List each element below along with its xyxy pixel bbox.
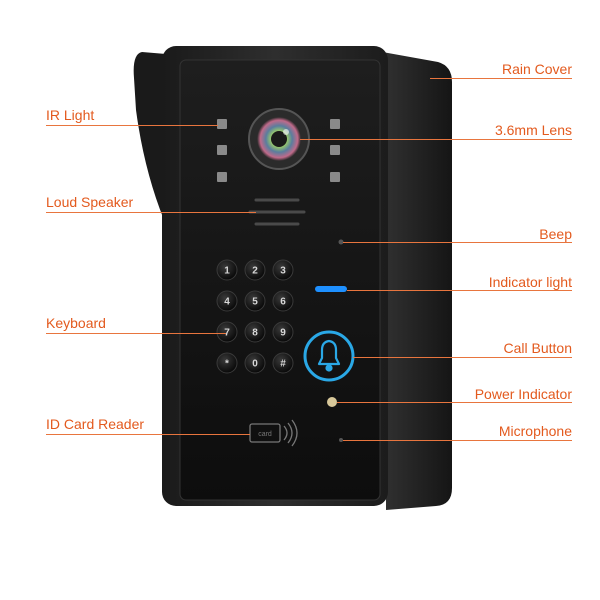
keypad-key[interactable]: 3 (272, 259, 294, 281)
leader-call-button (353, 357, 572, 358)
label-indicator-light: Indicator light (488, 274, 572, 290)
keypad-key-label: 5 (252, 297, 258, 308)
card-reader-icon: card (249, 419, 298, 447)
keypad-key-label: 2 (252, 266, 258, 277)
label-power-indicator: Power Indicator (474, 386, 572, 402)
keypad-key-label: 8 (252, 328, 258, 339)
rain-cover-side (360, 48, 452, 510)
speaker-grille (248, 198, 306, 226)
label-call-button: Call Button (503, 340, 572, 356)
leader-keyboard (46, 333, 226, 334)
leader-power-indicator (337, 402, 572, 403)
label-loud-speaker: Loud Speaker (46, 194, 134, 210)
keypad-key-label: 3 (280, 266, 286, 277)
keypad-key[interactable]: # (272, 352, 294, 374)
keypad-key[interactable]: 5 (244, 290, 266, 312)
ir-led (330, 145, 340, 155)
leader-ir-light (46, 125, 218, 126)
ir-led (217, 119, 227, 129)
keypad-key[interactable]: 2 (244, 259, 266, 281)
leader-microphone (343, 440, 572, 441)
keypad-key-label: 4 (224, 297, 230, 308)
keypad-key[interactable]: 1 (216, 259, 238, 281)
ir-led (330, 119, 340, 129)
label-rain-cover: Rain Cover (501, 61, 572, 77)
indicator-light (315, 286, 347, 292)
beep-hole (338, 239, 344, 245)
call-button[interactable] (303, 330, 355, 382)
keypad-key-label: 0 (252, 359, 258, 370)
ir-led (330, 172, 340, 182)
label-keyboard: Keyboard (46, 315, 106, 331)
ir-light-array (217, 119, 340, 182)
bell-icon (317, 339, 341, 372)
label-microphone: Microphone (498, 423, 572, 439)
keypad-key[interactable]: 0 (244, 352, 266, 374)
keypad-key-label: 6 (280, 297, 286, 308)
keypad-key-label: # (280, 359, 286, 370)
keypad-key[interactable]: 7 (216, 321, 238, 343)
keypad-key[interactable]: * (216, 352, 238, 374)
keypad-key-label: 9 (280, 328, 286, 339)
keypad-key[interactable]: 9 (272, 321, 294, 343)
card-reader-mark: card (258, 431, 272, 438)
label-beep: Beep (539, 226, 572, 242)
leader-rain-cover (430, 78, 572, 79)
keypad-key[interactable]: 6 (272, 290, 294, 312)
keypad-key[interactable]: 8 (244, 321, 266, 343)
keypad-key-label: 1 (224, 266, 230, 277)
keypad-key-label: 7 (224, 328, 230, 339)
camera-lens (248, 108, 310, 170)
leader-lens (300, 139, 572, 140)
ir-led (217, 145, 227, 155)
leader-beep (343, 242, 572, 243)
label-id-card-reader: ID Card Reader (46, 416, 145, 432)
leader-indicator-light (347, 290, 572, 291)
keypad-key[interactable]: 4 (216, 290, 238, 312)
label-lens: 3.6mm Lens (494, 122, 572, 138)
leader-id-card-reader (46, 434, 250, 435)
keypad-key-label: * (225, 359, 229, 370)
leader-loud-speaker (46, 212, 256, 213)
microphone-hole (339, 438, 343, 442)
label-ir-light: IR Light (46, 107, 95, 123)
power-indicator (327, 397, 337, 407)
ir-led (217, 172, 227, 182)
keypad: 1 2 3 4 5 6 7 8 9 * 0 # (216, 259, 294, 374)
